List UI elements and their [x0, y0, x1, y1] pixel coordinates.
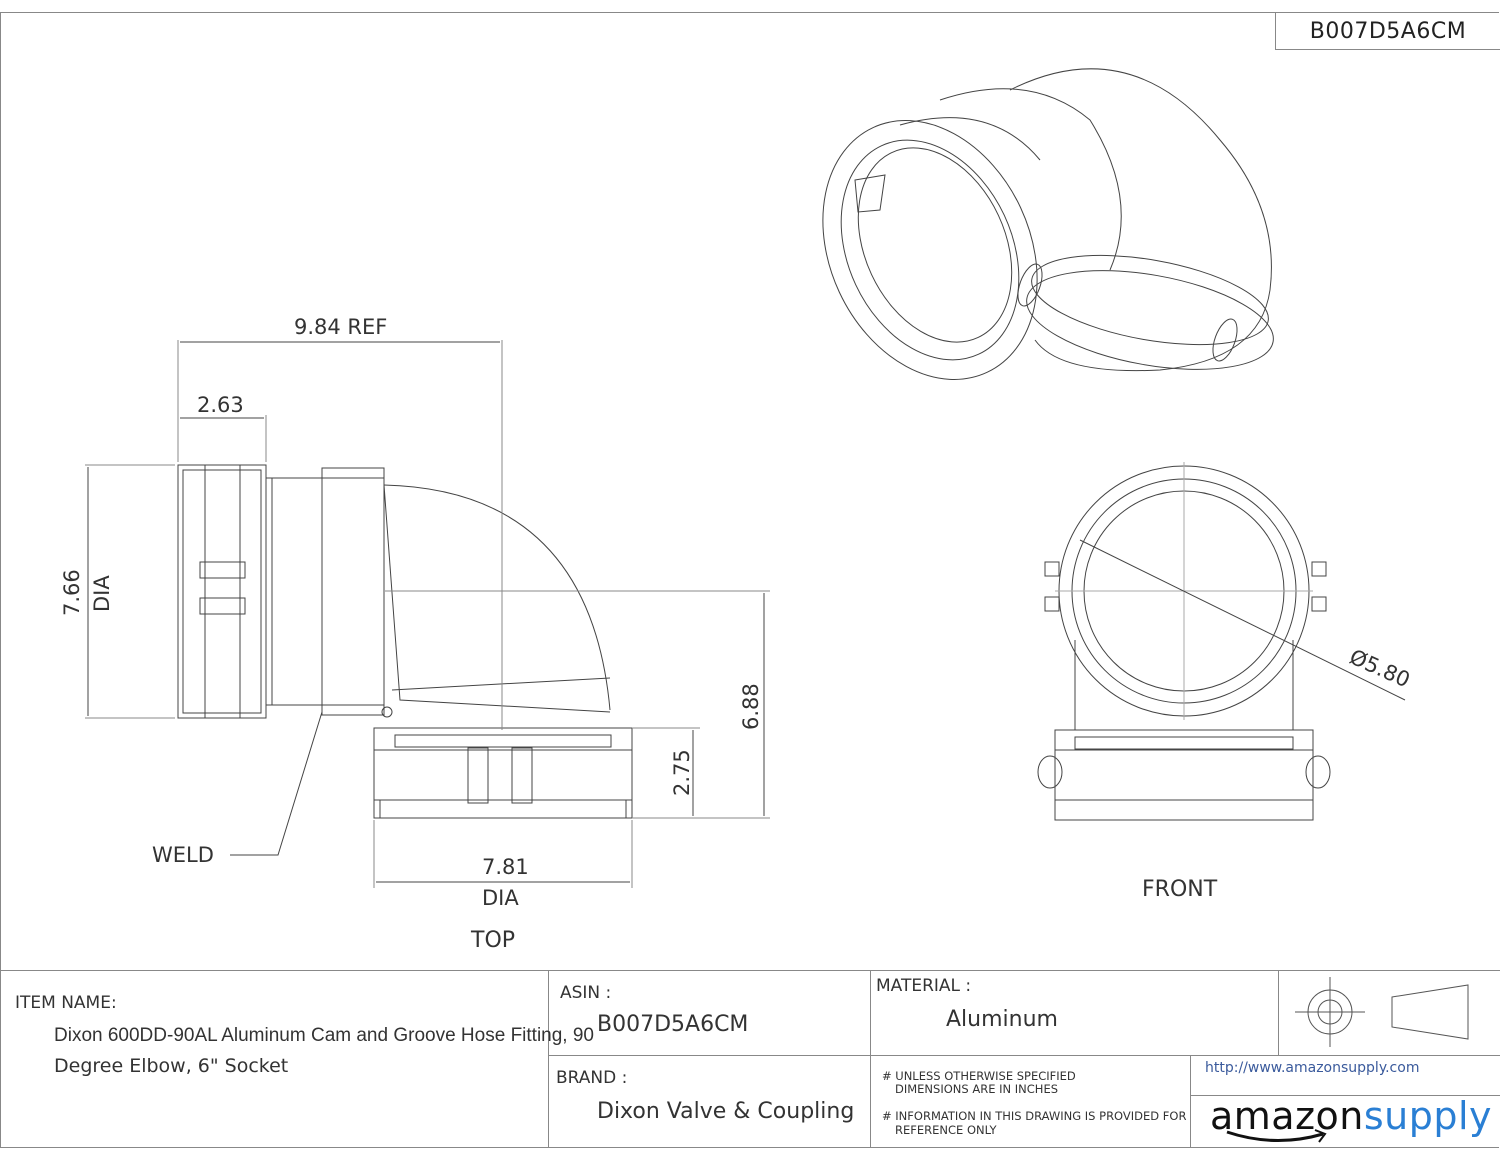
top-view: 9.84 REF 2.63 7.66 DIA 6.88 2.75 7.81 DI… — [60, 315, 770, 953]
divider — [870, 970, 871, 1148]
dim-offset: 2.63 — [197, 393, 244, 417]
asin-label: ASIN : — [560, 983, 612, 1003]
amazon-smile-icon — [1226, 1129, 1327, 1143]
note-units-1: # UNLESS OTHERWISE SPECIFIED — [882, 1069, 1076, 1083]
dim-bottom-dia: 7.81 — [482, 855, 529, 879]
brand-label: BRAND : — [556, 1068, 628, 1088]
divider — [1190, 1055, 1191, 1148]
logo-text-supply: supply — [1363, 1094, 1493, 1138]
amazonsupply-logo: amazonsupply — [1210, 1094, 1492, 1138]
divider — [548, 970, 549, 1148]
drawing-canvas: 9.84 REF 2.63 7.66 DIA 6.88 2.75 7.81 DI… — [60, 68, 1414, 953]
divider — [1278, 970, 1279, 1055]
logo-text-amazon: amazon — [1210, 1094, 1364, 1138]
note-reference-2: REFERENCE ONLY — [895, 1123, 997, 1137]
item-name-line2: Degree Elbow, 6" Socket — [54, 1055, 289, 1077]
item-name-line1: Dixon 600DD-90AL Aluminum Cam and Groove… — [54, 1025, 594, 1046]
dim-socket: 2.75 — [670, 749, 694, 796]
front-view-label: FRONT — [1142, 877, 1218, 902]
dim-bottom-dia-suffix: DIA — [482, 886, 519, 910]
drawing-frame — [0, 12, 1499, 1148]
dim-length: 9.84 REF — [294, 315, 387, 339]
projection-symbol-icon — [1295, 977, 1469, 1047]
title-block — [0, 970, 1500, 1148]
dim-dia: 7.66 — [60, 569, 84, 616]
isometric-view — [822, 68, 1274, 380]
weld-label: WELD — [152, 843, 214, 867]
header-asin: B007D5A6CM — [1275, 12, 1500, 50]
divider — [548, 1055, 1500, 1056]
amazonsupply-link[interactable]: http://www.amazonsupply.com — [1205, 1060, 1420, 1076]
top-view-label: TOP — [470, 928, 515, 953]
asin-value: B007D5A6CM — [597, 1012, 749, 1037]
dim-inner-dia: Ø5.80 — [1346, 645, 1414, 693]
item-name-label: ITEM NAME: — [15, 993, 117, 1013]
front-view: Ø5.80 FRONT — [1037, 462, 1414, 902]
dim-dia-suffix: DIA — [90, 575, 114, 612]
note-units-2: DIMENSIONS ARE IN INCHES — [895, 1082, 1059, 1096]
brand-value: Dixon Valve & Coupling — [597, 1099, 855, 1124]
material-label: MATERIAL : — [876, 976, 972, 996]
dim-height: 6.88 — [739, 683, 763, 730]
note-reference-1: # INFORMATION IN THIS DRAWING IS PROVIDE… — [882, 1109, 1187, 1123]
divider — [1190, 1095, 1500, 1096]
material-value: Aluminum — [946, 1007, 1058, 1032]
